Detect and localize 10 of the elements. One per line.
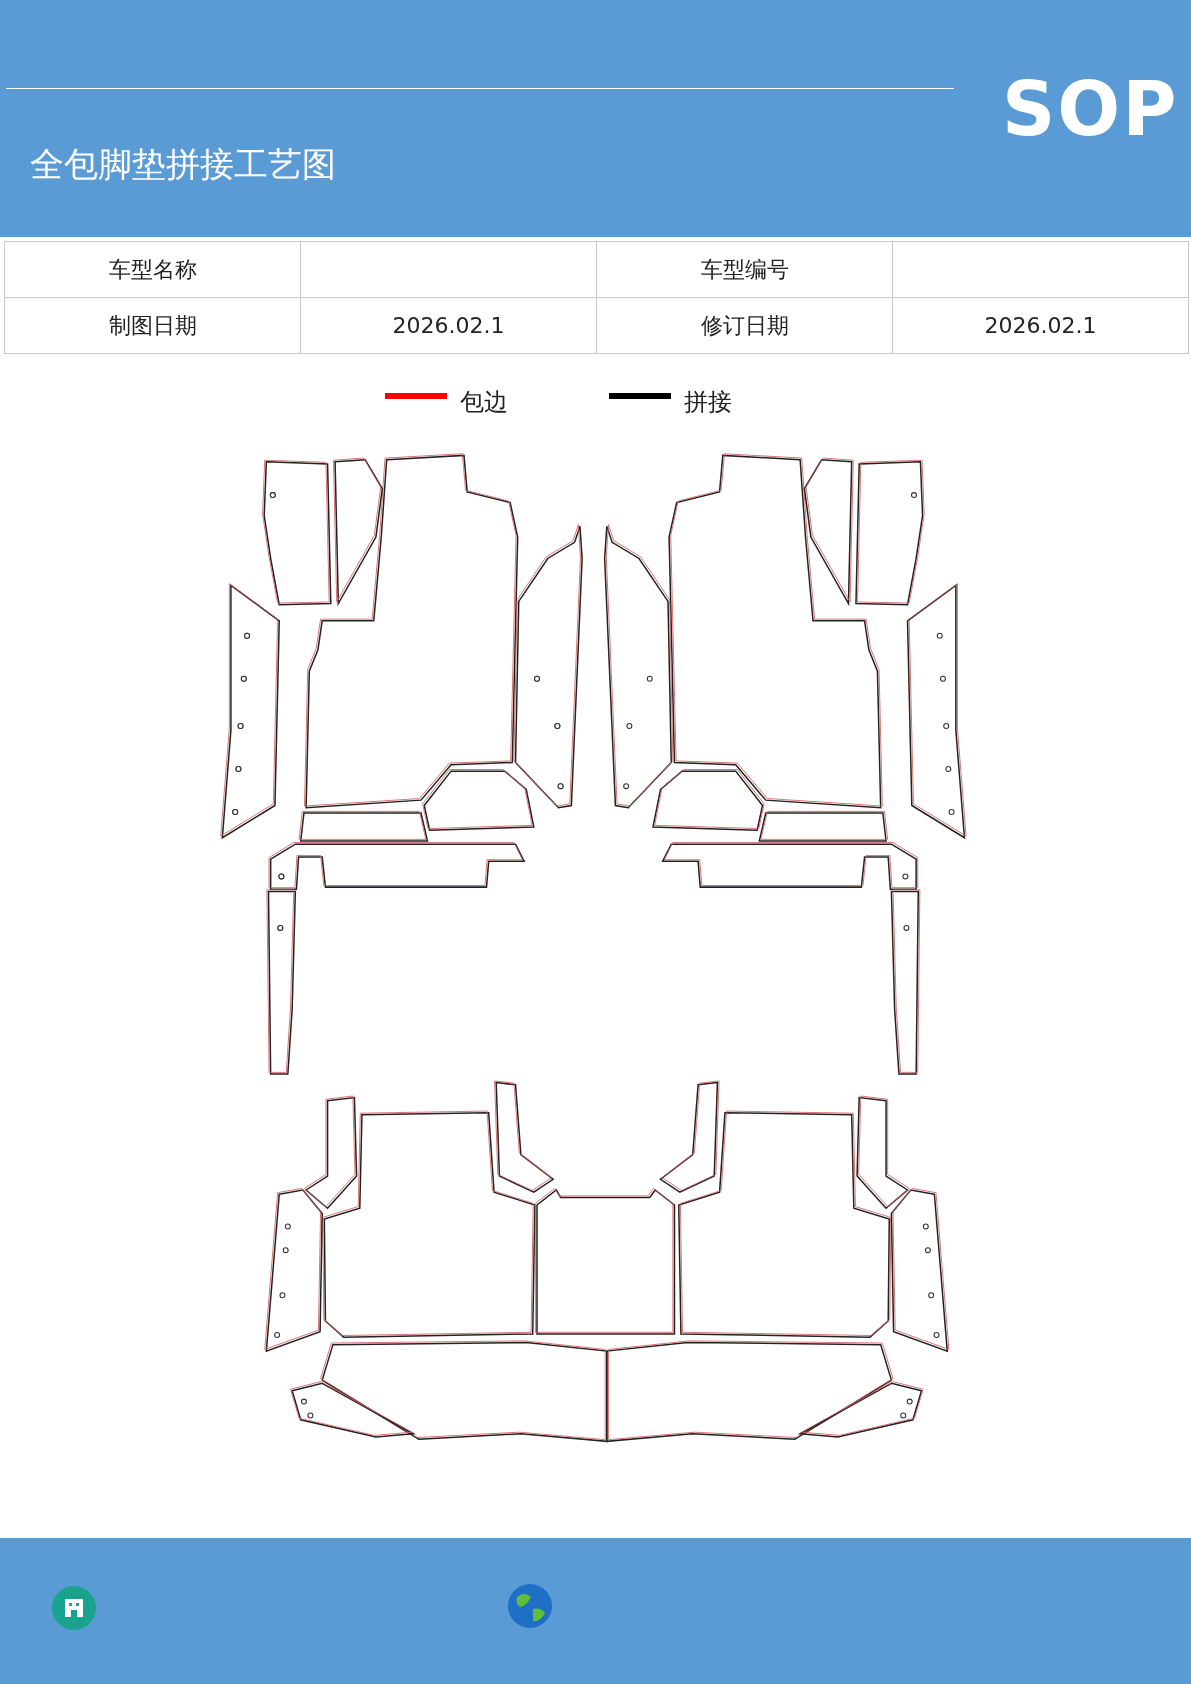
sop-label: SOP bbox=[1002, 66, 1179, 152]
legend-label: 包边 bbox=[460, 387, 508, 418]
table-cell: 车型编号 bbox=[596, 241, 893, 298]
table-cell: 修订日期 bbox=[596, 297, 893, 354]
legend-label: 拼接 bbox=[684, 387, 732, 418]
title: 全包脚垫拼接工艺图 bbox=[30, 143, 336, 186]
table-cell: 车型名称 bbox=[4, 241, 301, 298]
table-cell: 制图日期 bbox=[4, 297, 301, 354]
table-cell: 2026.02.1 bbox=[892, 297, 1189, 354]
table-cell: 2026.02.1 bbox=[300, 297, 597, 354]
